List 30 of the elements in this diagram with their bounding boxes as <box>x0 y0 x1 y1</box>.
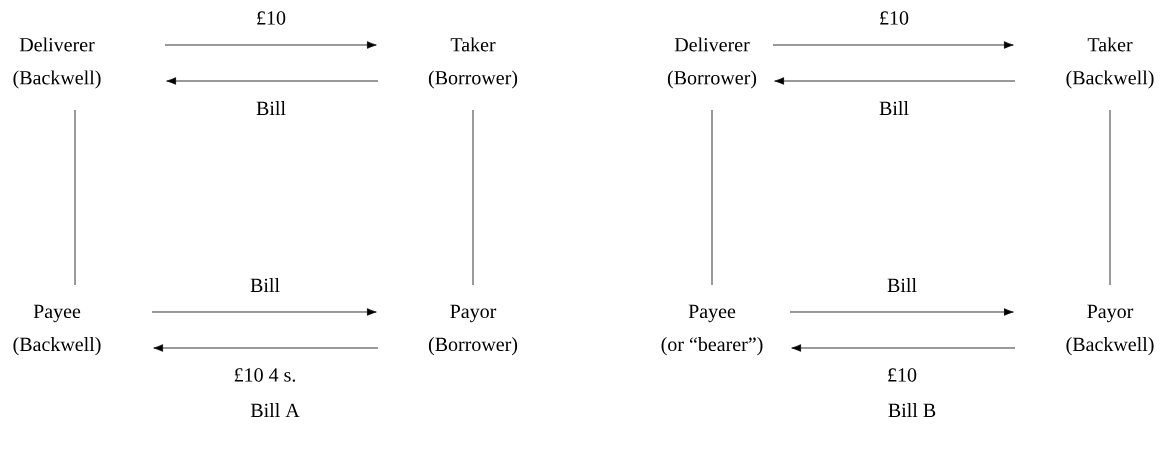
party-label: Deliverer (Backwell) <box>13 37 101 89</box>
party-label: Payor (Borrower) <box>428 304 518 356</box>
party-label: Taker (Borrower) <box>428 37 518 89</box>
edge-label: Bill <box>879 101 909 115</box>
edge-label: Bill <box>887 278 917 292</box>
arrow <box>153 344 379 352</box>
arrow <box>772 41 1014 49</box>
arrow <box>166 77 379 85</box>
connector-line <box>74 109 76 286</box>
edge-label: £10 <box>880 11 909 25</box>
arrow <box>791 344 1016 352</box>
edge-label: £10 <box>888 368 917 382</box>
connector-line <box>1109 109 1111 286</box>
party-label: Payor (Backwell) <box>1066 304 1154 356</box>
diagram-caption: Bill A <box>250 403 300 417</box>
arrow <box>789 308 1014 316</box>
party-label: Taker (Backwell) <box>1066 37 1154 89</box>
edge-label: £10 4 s. <box>234 368 296 382</box>
party-label: Payee (or “bearer”) <box>661 304 763 356</box>
arrow <box>151 308 377 316</box>
party-label: Payee (Backwell) <box>13 304 101 356</box>
edge-label: £10 <box>257 11 286 25</box>
arrow <box>164 41 377 49</box>
edge-label: Bill <box>256 101 286 115</box>
connector-line <box>711 109 713 286</box>
edge-label: Bill <box>250 278 280 292</box>
arrow <box>774 77 1016 85</box>
diagram-caption: Bill B <box>888 403 936 417</box>
party-label: Deliverer (Borrower) <box>667 37 757 89</box>
connector-line <box>472 109 474 286</box>
